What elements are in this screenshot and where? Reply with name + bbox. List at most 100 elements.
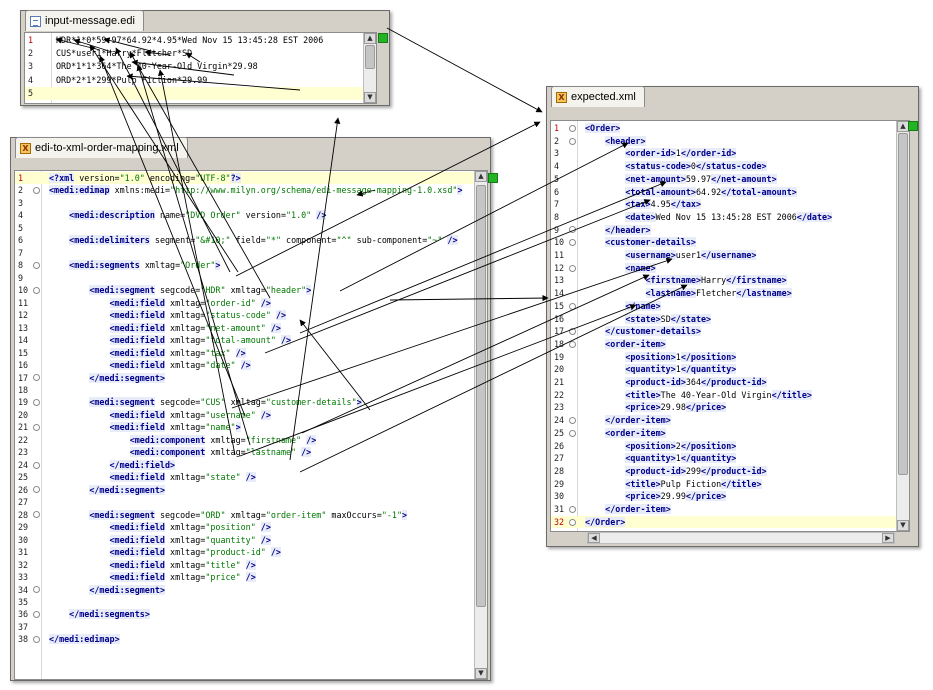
vertical-scrollbar[interactable]: ▲ ▼ bbox=[363, 33, 376, 103]
code-line[interactable]: 14 <lastname>Fletcher</lastname> bbox=[551, 287, 896, 300]
scroll-thumb[interactable] bbox=[365, 45, 375, 69]
vertical-scrollbar[interactable]: ▲ ▼ bbox=[474, 171, 487, 679]
code-line[interactable]: 2<medi:edimap xmlns:medi="http://www.mil… bbox=[15, 184, 474, 196]
scroll-thumb[interactable] bbox=[476, 185, 486, 607]
code-line[interactable]: 3 <order-id>1</order-id> bbox=[551, 147, 896, 160]
code-line[interactable]: 24 </medi:field> bbox=[15, 459, 474, 471]
code-line[interactable]: 9 </header> bbox=[551, 224, 896, 237]
code-line[interactable]: 12 <medi:field xmltag="status-code" /> bbox=[15, 309, 474, 321]
fold-toggle-icon[interactable] bbox=[569, 505, 576, 513]
mapping-text-area[interactable]: 1<?xml version="1.0" encoding="UTF-8"?>2… bbox=[14, 170, 488, 680]
fold-toggle-icon[interactable] bbox=[569, 302, 576, 310]
fold-toggle-icon[interactable] bbox=[33, 636, 40, 644]
tab-input-message-edi[interactable]: input-message.edi bbox=[25, 10, 144, 31]
code-line[interactable]: 18 bbox=[15, 384, 474, 396]
fold-toggle-icon[interactable] bbox=[33, 611, 40, 619]
code-line[interactable]: 3 bbox=[15, 197, 474, 209]
fold-toggle-icon[interactable] bbox=[33, 511, 40, 519]
code-line[interactable]: 15 <medi:field xmltag="tax" /> bbox=[15, 347, 474, 359]
tab-edi-to-xml-order-mapping[interactable]: X edi-to-xml-order-mapping.xml bbox=[15, 137, 188, 158]
code-line[interactable]: 13 <firstname>Harry</firstname> bbox=[551, 274, 896, 287]
code-line[interactable]: 32</Order> bbox=[551, 515, 896, 529]
scroll-down-button[interactable]: ▼ bbox=[897, 520, 909, 531]
code-line[interactable]: 17 </medi:segment> bbox=[15, 372, 474, 384]
fold-toggle-icon[interactable] bbox=[569, 124, 576, 132]
code-line[interactable]: 30 <medi:field xmltag="quantity" /> bbox=[15, 534, 474, 546]
code-line[interactable]: 28 <product-id>299</product-id> bbox=[551, 465, 896, 478]
fold-toggle-icon[interactable] bbox=[569, 239, 576, 247]
fold-toggle-icon[interactable] bbox=[33, 262, 40, 270]
fold-toggle-icon[interactable] bbox=[569, 137, 576, 145]
fold-toggle-icon[interactable] bbox=[33, 486, 40, 494]
scroll-up-button[interactable]: ▲ bbox=[475, 171, 487, 182]
vertical-scrollbar[interactable]: ▲ ▼ bbox=[896, 121, 909, 531]
code-line[interactable]: 26 <position>2</position> bbox=[551, 440, 896, 453]
code-line[interactable]: 26 </medi:segment> bbox=[15, 484, 474, 496]
code-line[interactable]: 4 <status-code>0</status-code> bbox=[551, 160, 896, 173]
fold-toggle-icon[interactable] bbox=[569, 416, 576, 424]
fold-toggle-icon[interactable] bbox=[569, 518, 576, 526]
code-line[interactable]: 10 <customer-details> bbox=[551, 236, 896, 249]
fold-toggle-icon[interactable] bbox=[33, 586, 40, 594]
scroll-up-button[interactable]: ▲ bbox=[364, 33, 376, 44]
code-line[interactable]: 22 <medi:component xmltag="firstname" /> bbox=[15, 434, 474, 446]
code-line[interactable]: 20 <medi:field xmltag="username" /> bbox=[15, 409, 474, 421]
fold-toggle-icon[interactable] bbox=[33, 187, 40, 195]
scroll-right-button[interactable]: ▶ bbox=[882, 533, 894, 543]
horizontal-scrollbar[interactable]: ◀ ▶ bbox=[587, 532, 895, 544]
code-line[interactable]: 27 bbox=[15, 496, 474, 508]
code-line[interactable]: 5 bbox=[25, 86, 363, 100]
code-line[interactable]: 36 </medi:segments> bbox=[15, 608, 474, 620]
code-line[interactable]: 1<Order> bbox=[551, 122, 896, 135]
fold-toggle-icon[interactable] bbox=[569, 226, 576, 234]
code-line[interactable]: 29 <title>Pulp Fiction</title> bbox=[551, 478, 896, 491]
code-line[interactable]: 1<?xml version="1.0" encoding="UTF-8"?> bbox=[15, 172, 474, 185]
code-line[interactable]: 37 bbox=[15, 621, 474, 633]
tab-expected-xml[interactable]: X expected.xml bbox=[551, 86, 645, 107]
code-line[interactable]: 11 <username>user1</username> bbox=[551, 249, 896, 262]
code-line[interactable]: 33 <medi:field xmltag="price" /> bbox=[15, 571, 474, 583]
fold-toggle-icon[interactable] bbox=[33, 461, 40, 469]
fold-toggle-icon[interactable] bbox=[569, 429, 576, 437]
code-line[interactable]: 30 <price>29.99</price> bbox=[551, 490, 896, 503]
fold-toggle-icon[interactable] bbox=[569, 264, 576, 272]
fold-toggle-icon[interactable] bbox=[33, 374, 40, 382]
scroll-thumb[interactable] bbox=[898, 133, 908, 475]
code-line[interactable]: 2 <header> bbox=[551, 135, 896, 148]
code-line[interactable]: 12 <name> bbox=[551, 262, 896, 275]
code-line[interactable]: 31 </order-item> bbox=[551, 503, 896, 516]
code-line[interactable]: 16 <state>SD</state> bbox=[551, 313, 896, 326]
code-line[interactable]: 6 <medi:delimiters segment="&#10;" field… bbox=[15, 234, 474, 246]
fold-toggle-icon[interactable] bbox=[569, 340, 576, 348]
code-line[interactable]: 23 <medi:component xmltag="lastname" /> bbox=[15, 446, 474, 458]
code-line[interactable]: 21 <medi:field xmltag="name"> bbox=[15, 421, 474, 433]
scroll-down-button[interactable]: ▼ bbox=[475, 668, 487, 679]
code-line[interactable]: 27 <quantity>1</quantity> bbox=[551, 452, 896, 465]
code-line[interactable]: 35 bbox=[15, 596, 474, 608]
expected-text-area[interactable]: 1<Order>2 <header>3 <order-id>1</order-i… bbox=[550, 120, 910, 532]
code-line[interactable]: 16 <medi:field xmltag="date" /> bbox=[15, 359, 474, 371]
code-line[interactable]: 10 <medi:segment segcode="HDR" xmltag="h… bbox=[15, 284, 474, 296]
code-line[interactable]: 19 <position>1</position> bbox=[551, 351, 896, 364]
code-line[interactable]: 11 <medi:field xmltag="order-id" /> bbox=[15, 297, 474, 309]
code-line[interactable]: 15 </name> bbox=[551, 300, 896, 313]
code-line[interactable]: 31 <medi:field xmltag="product-id" /> bbox=[15, 546, 474, 558]
code-line[interactable]: 23 <price>29.98</price> bbox=[551, 401, 896, 414]
code-line[interactable]: 38</medi:edimap> bbox=[15, 633, 474, 645]
code-line[interactable]: 34 </medi:segment> bbox=[15, 584, 474, 596]
code-line[interactable]: 13 <medi:field xmltag="net-amount" /> bbox=[15, 322, 474, 334]
fold-toggle-icon[interactable] bbox=[33, 424, 40, 432]
code-line[interactable]: 28 <medi:segment segcode="ORD" xmltag="o… bbox=[15, 509, 474, 521]
code-line[interactable]: 4 <medi:description name="DVD Order" ver… bbox=[15, 209, 474, 221]
code-line[interactable]: 24 </order-item> bbox=[551, 414, 896, 427]
code-line[interactable]: 8 <date>Wed Nov 15 13:45:28 EST 2006</da… bbox=[551, 211, 896, 224]
code-line[interactable]: 25 <medi:field xmltag="state" /> bbox=[15, 471, 474, 483]
scroll-left-button[interactable]: ◀ bbox=[588, 533, 600, 543]
code-line[interactable]: 17 </customer-details> bbox=[551, 325, 896, 338]
code-line[interactable]: 5 bbox=[15, 222, 474, 234]
